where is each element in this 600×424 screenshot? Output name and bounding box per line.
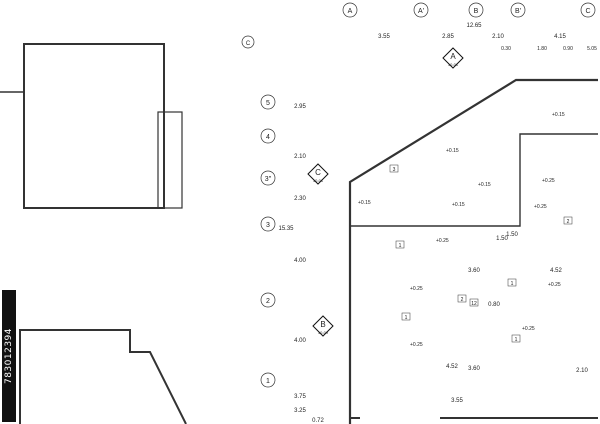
dim-total: 12.65 bbox=[466, 23, 482, 29]
room-number: 1 bbox=[515, 337, 518, 343]
grid-bubble bbox=[260, 128, 276, 144]
watermark-text: 783012394 bbox=[4, 327, 15, 385]
grid-col-label: A bbox=[348, 8, 353, 15]
dim-row: 2.95 bbox=[294, 104, 306, 110]
dim-top: 3.55 bbox=[378, 34, 390, 40]
level-tag: +0.25 bbox=[436, 238, 449, 244]
level-tag: +0.15 bbox=[452, 202, 465, 208]
grid-col-label: B' bbox=[515, 8, 521, 15]
dim-top: 2.10 bbox=[492, 34, 504, 40]
level-tags: A10-01C10-01B10-00+0.15+0.15+0.15+0.15+0… bbox=[307, 47, 573, 348]
dim-row: 2.30 bbox=[294, 196, 306, 202]
grid-bubble bbox=[260, 216, 276, 232]
grid-bubble bbox=[413, 2, 429, 18]
dim-left-total: 15.35 bbox=[278, 226, 294, 232]
grid-col-label: C bbox=[246, 41, 251, 47]
dim-inner: 3.60 bbox=[468, 366, 480, 372]
room-number-box bbox=[563, 216, 573, 225]
level-tag: +0.25 bbox=[542, 178, 555, 184]
room-number: 12 bbox=[471, 301, 477, 307]
left-lower-outline bbox=[19, 329, 187, 424]
elevation-tag bbox=[307, 163, 329, 185]
room-number-box bbox=[389, 164, 399, 173]
dim-row: 4.00 bbox=[294, 338, 306, 344]
dim-row: 2.10 bbox=[294, 154, 306, 160]
grid-bubble bbox=[260, 170, 276, 186]
grid-bubble bbox=[510, 2, 526, 18]
main-outline bbox=[348, 78, 598, 424]
dim-top-small: 5.05 bbox=[587, 46, 597, 52]
elevation-tag-letter: A bbox=[450, 52, 456, 61]
right-floor-plan bbox=[348, 78, 598, 424]
dim-top-small: 0.30 bbox=[501, 46, 511, 52]
room-number-box bbox=[469, 298, 479, 307]
dim-top-small: 1.80 bbox=[537, 46, 547, 52]
left-floor-plan bbox=[0, 43, 187, 424]
dim-inner: 1.50 bbox=[506, 232, 518, 238]
elevation-tag-sheet: 10-00 bbox=[318, 330, 329, 335]
level-tag: +0.15 bbox=[358, 200, 371, 206]
grid-bubble bbox=[580, 2, 596, 18]
dim-top: 2.85 bbox=[442, 34, 454, 40]
dim-row: 3.25 bbox=[294, 408, 306, 414]
dim-inner: 4.52 bbox=[550, 268, 562, 274]
level-tag: +0.25 bbox=[410, 286, 423, 292]
elevation-tag-letter: B bbox=[320, 320, 325, 329]
level-tag: +0.15 bbox=[552, 112, 565, 118]
room-number: 2 bbox=[567, 219, 570, 225]
room-number: 3 bbox=[393, 167, 396, 173]
stock-id-watermark: 783012394 bbox=[2, 290, 16, 422]
grid-row-label: 2 bbox=[266, 298, 270, 305]
grid-col-label: A' bbox=[418, 8, 424, 15]
grid-bubble bbox=[468, 2, 484, 18]
grid-bubble bbox=[260, 372, 276, 388]
dimension-labels: 12.65 3.55 2.85 2.10 4.15 0.30 1.80 0.90 5.05 2.9… bbox=[278, 23, 597, 424]
level-tag: +0.25 bbox=[534, 204, 547, 210]
dim-inner: 0.80 bbox=[488, 302, 500, 308]
grid-row-label: 1 bbox=[266, 378, 270, 385]
room-number-box bbox=[457, 294, 467, 303]
room-number-box bbox=[395, 240, 405, 249]
grid-col-label: C bbox=[585, 8, 590, 15]
elevation-tag bbox=[442, 47, 464, 69]
room-number: 1 bbox=[511, 281, 514, 287]
room-number: 2 bbox=[461, 297, 464, 303]
grid-bubble bbox=[260, 292, 276, 308]
elevation-tag bbox=[312, 315, 334, 337]
left-upper-outline bbox=[23, 43, 165, 209]
level-tag: +0.25 bbox=[548, 282, 561, 288]
level-tag: +0.25 bbox=[410, 342, 423, 348]
dim-inner: 2.10 bbox=[576, 368, 588, 374]
room-number: 1 bbox=[399, 243, 402, 249]
dim-inner: 3.55 bbox=[451, 398, 463, 404]
grid-bubbles: A A' B B' C 5 4 3" 3 2 1 C bbox=[241, 2, 596, 388]
grid-row-label: 3 bbox=[266, 222, 270, 229]
level-tag: +0.25 bbox=[522, 326, 535, 332]
dim-bottom: 0.72 bbox=[312, 418, 324, 424]
room-number-box bbox=[401, 312, 411, 321]
grid-row-label: 5 bbox=[266, 100, 270, 107]
room-number-box bbox=[511, 334, 521, 343]
room-number-box bbox=[507, 278, 517, 287]
dim-top: 4.15 bbox=[554, 34, 566, 40]
grid-bubble bbox=[342, 2, 358, 18]
dim-inner: 3.60 bbox=[468, 268, 480, 274]
grid-bubble bbox=[241, 35, 255, 49]
level-tag: +0.15 bbox=[446, 148, 459, 154]
grid-row-label: 3" bbox=[265, 176, 272, 183]
dim-row: 3.75 bbox=[294, 394, 306, 400]
dim-row: 4.00 bbox=[294, 258, 306, 264]
elevation-tag-letter: C bbox=[315, 168, 321, 177]
room-number: 1 bbox=[405, 315, 408, 321]
level-tag: +0.15 bbox=[478, 182, 491, 188]
elevation-tag-sheet: 10-01 bbox=[313, 178, 324, 183]
grid-row-label: 4 bbox=[266, 134, 270, 141]
grid-col-label: B bbox=[474, 8, 479, 15]
dim-inner: 1.50 bbox=[496, 236, 508, 242]
elevation-tag-sheet: 10-01 bbox=[448, 62, 459, 67]
grid-bubble bbox=[260, 94, 276, 110]
dim-top-small: 0.90 bbox=[563, 46, 573, 52]
dim-inner: 4.52 bbox=[446, 364, 458, 370]
